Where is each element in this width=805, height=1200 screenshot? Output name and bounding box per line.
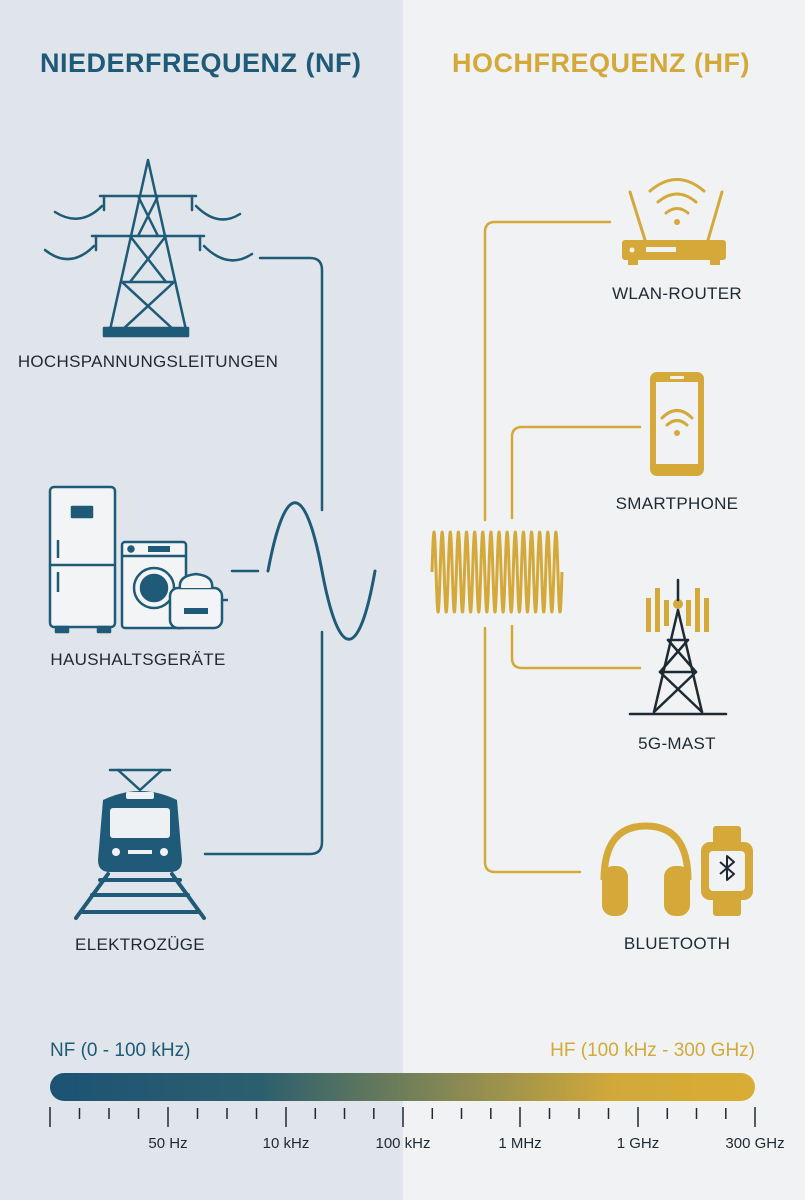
label-haushaltsgeraete: HAUSHALTSGERÄTE <box>50 650 226 669</box>
label-wlan-router: WLAN-ROUTER <box>612 284 742 303</box>
hf-dense-wave <box>430 530 564 614</box>
nf-connectors <box>203 256 324 856</box>
tick-label: 1 GHz <box>616 1135 660 1152</box>
tick-label: 1 MHz <box>498 1135 542 1152</box>
tick-label: 100 kHz <box>375 1135 431 1152</box>
label-hochspannungsleitungen: HOCHSPANNUNGSLEITUNGEN <box>17 352 279 371</box>
nf-sine-wave <box>266 501 377 641</box>
tick-label: 300 GHz <box>725 1135 785 1152</box>
hf-heading: HOCHFREQUENZ (HF) <box>452 48 750 78</box>
hf-range-label: HF (100 kHz - 300 GHz) <box>550 1040 755 1061</box>
headphones-smartwatch-icon <box>600 822 753 916</box>
wifi-router-icon <box>622 178 726 265</box>
tick-label: 50 Hz <box>148 1135 188 1152</box>
nf-heading: NIEDERFREQUENZ (NF) <box>40 48 362 78</box>
label-5g-mast: 5G-MAST <box>638 734 716 753</box>
label-elektrozuege: ELEKTROZÜGE <box>75 935 205 954</box>
household-appliances-icon <box>48 485 228 634</box>
tick-label: 10 kHz <box>262 1135 310 1152</box>
power-pylon-icon <box>43 158 254 338</box>
scale-ticks <box>49 1107 756 1127</box>
smartphone-icon <box>650 372 704 476</box>
label-smartphone: SMARTPHONE <box>615 494 739 513</box>
label-bluetooth: BLUETOOTH <box>623 934 731 953</box>
electric-train-icon <box>74 768 206 920</box>
frequency-gradient-bar <box>50 1073 755 1101</box>
cell-tower-icon <box>628 578 728 716</box>
nf-range-label: NF (0 - 100 kHz) <box>50 1040 191 1061</box>
hf-connectors <box>483 220 642 874</box>
